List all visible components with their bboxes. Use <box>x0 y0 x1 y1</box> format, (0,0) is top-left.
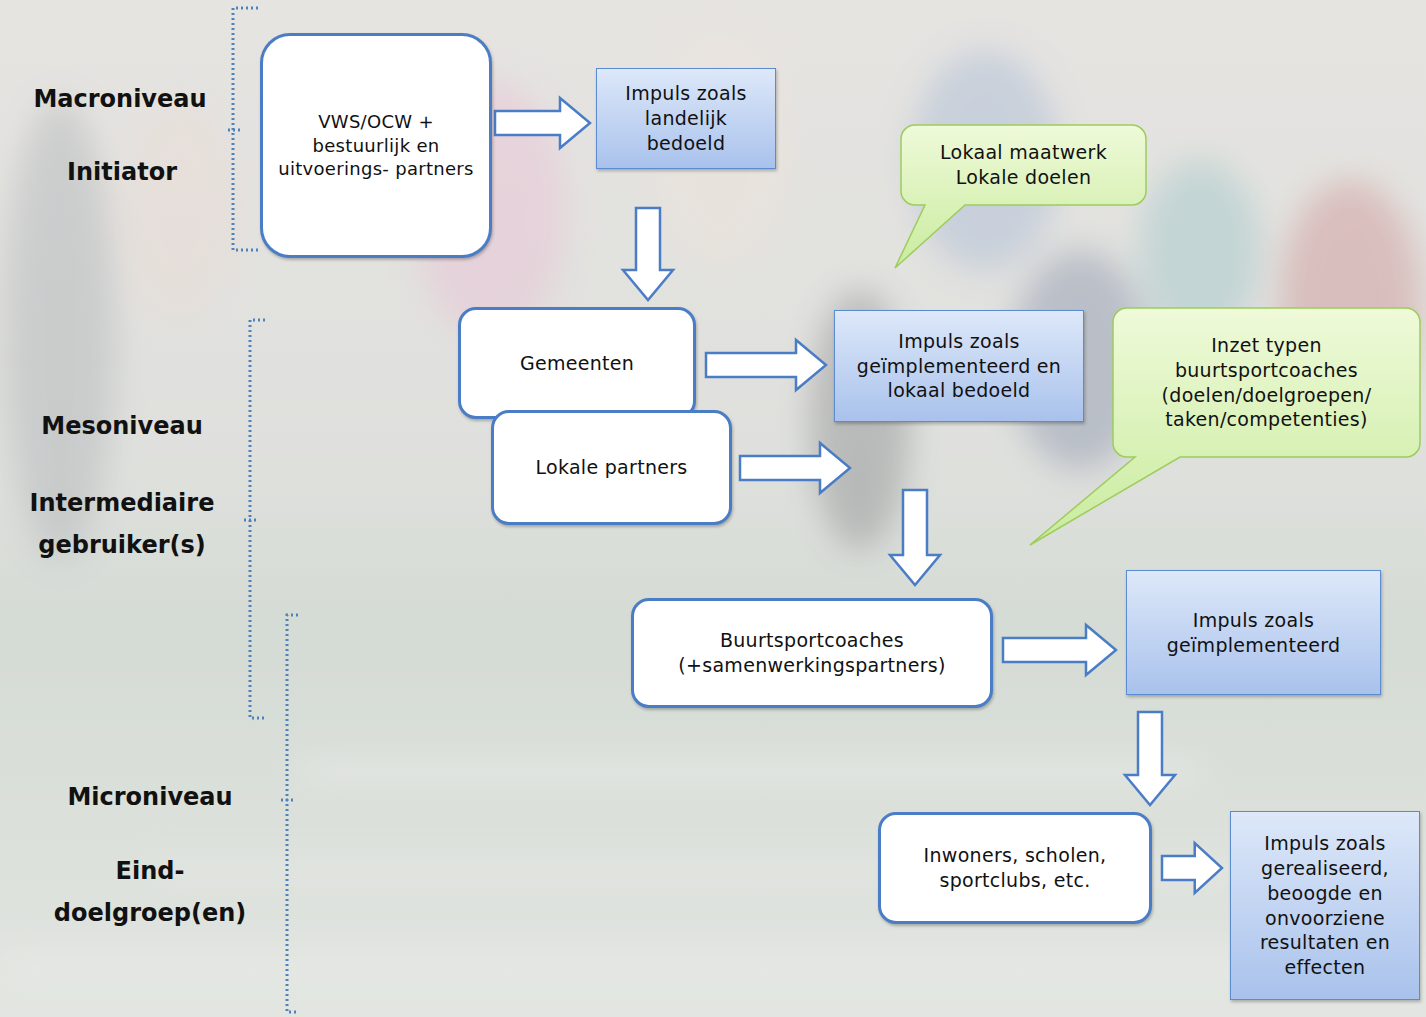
level-label: Initiator <box>9 151 235 193</box>
callout-outline <box>1113 308 1420 457</box>
macro-bracket <box>233 8 258 250</box>
level-label: Intermediaire gebruiker(s) <box>8 482 236 566</box>
callout-outline <box>901 125 1146 205</box>
node-text: Inzet typen buurtsportcoaches (doelen/do… <box>1125 333 1408 432</box>
block-arrow <box>740 443 850 493</box>
block-arrow <box>495 98 590 148</box>
actor-box: Lokale partners <box>491 410 732 525</box>
level-label: Macroniveau <box>7 78 233 120</box>
node-text-block: Impuls zoals geïmplementeerd en lokaal b… <box>847 329 1071 403</box>
level-label: Mesoniveau <box>9 405 235 447</box>
node-text: Impuls zoals geïmplementeerd en lokaal b… <box>847 329 1071 403</box>
node-text: Buurtsportcoaches (+samenwerkingspartner… <box>646 628 978 677</box>
micro-bracket-tick <box>281 799 293 802</box>
meso-bracket-tick <box>244 519 256 522</box>
block-arrow <box>1162 843 1222 893</box>
node-text-block: Lokale partners <box>535 455 687 480</box>
block-arrow <box>1003 625 1116 675</box>
node-text-block: Inzet typen buurtsportcoaches (doelen/do… <box>1125 333 1408 432</box>
node-text-block: Inwoners, scholen, sportclubs, etc. <box>893 843 1137 892</box>
callout-bubble: Lokaal maatwerk Lokale doelen <box>901 125 1146 205</box>
node-text-block: Gemeenten <box>520 351 634 376</box>
node-text: Impuls zoals geïmplementeerd <box>1139 608 1368 657</box>
actor-box: Gemeenten <box>458 307 696 419</box>
node-text-block: Impuls zoals geïmplementeerd <box>1139 608 1368 657</box>
node-text: Inwoners, scholen, sportclubs, etc. <box>893 843 1137 892</box>
block-arrow <box>623 208 673 300</box>
node-text: Lokale partners <box>535 455 687 480</box>
callout-shape <box>1030 308 1420 545</box>
node-text-block: Lokaal maatwerk Lokale doelen <box>913 140 1134 189</box>
node-text: Impuls zoals landelijk bedoeld <box>609 81 763 155</box>
impulse-box: Impuls zoals geïmplementeerd en lokaal b… <box>834 310 1084 422</box>
node-text: Impuls zoals gerealiseerd, beoogde en on… <box>1243 831 1407 979</box>
level-label: Eind- doelgroep(en) <box>37 850 263 934</box>
node-text-block: Impuls zoals gerealiseerd, beoogde en on… <box>1243 831 1407 979</box>
target-group-box: Inwoners, scholen, sportclubs, etc. <box>878 812 1152 924</box>
macro-bracket-tick <box>228 129 240 132</box>
meso-bracket <box>250 320 265 718</box>
node-text: VWS/OCW + bestuurlijk en uitvoerings- pa… <box>275 110 477 180</box>
block-arrow <box>1125 712 1175 805</box>
block-arrow <box>890 490 940 585</box>
node-text-block: Impuls zoals landelijk bedoeld <box>609 81 763 155</box>
node-text: Gemeenten <box>520 351 634 376</box>
impulse-box: Impuls zoals landelijk bedoeld <box>596 68 776 169</box>
node-text-block: Buurtsportcoaches (+samenwerkingspartner… <box>646 628 978 677</box>
block-arrow <box>706 340 826 390</box>
impulse-box: Impuls zoals geïmplementeerd <box>1126 570 1381 695</box>
micro-bracket <box>287 615 298 1012</box>
node-text-block: VWS/OCW + bestuurlijk en uitvoerings- pa… <box>275 110 477 180</box>
callout-shape <box>895 125 1146 268</box>
initiator-box: VWS/OCW + bestuurlijk en uitvoerings- pa… <box>260 33 492 258</box>
node-text: Lokaal maatwerk Lokale doelen <box>913 140 1134 189</box>
result-box: Impuls zoals gerealiseerd, beoogde en on… <box>1230 811 1420 1000</box>
level-label: Microniveau <box>37 776 263 818</box>
callout-bubble: Inzet typen buurtsportcoaches (doelen/do… <box>1113 308 1420 457</box>
actor-box: Buurtsportcoaches (+samenwerkingspartner… <box>631 598 993 708</box>
